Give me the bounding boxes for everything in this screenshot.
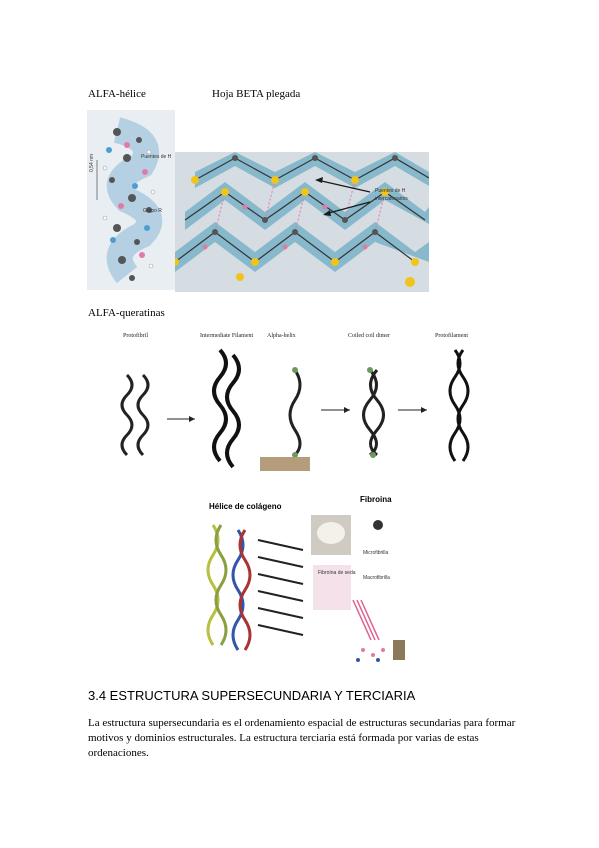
label-alfa-helice: ALFA-hélice	[88, 88, 146, 100]
alpha-helix-pitch-label: 0,54 nm	[89, 153, 95, 172]
fibroin-note-3: Fibroína de seda	[318, 570, 356, 576]
keratin-stage4-label: Coiled coil dimer	[348, 333, 390, 339]
keratin-stage1-label: Protofibril	[123, 333, 148, 339]
keratin-figure: Protofibril Intermediate Filament Alpha-…	[115, 333, 495, 473]
keratin-stage5-label: Protofilament	[435, 333, 468, 339]
label-alfa-queratinas: ALFA-queratinas	[88, 307, 165, 319]
keratin-stage2-label: Intermediate Filament	[200, 333, 254, 339]
collagen-fibroin-figure: Hélice de colágeno Fibroina Microfibrill…	[193, 495, 411, 665]
fibroin-title: Fibroina	[360, 495, 392, 504]
alpha-helix-hbond-label: Puentes de H	[141, 154, 172, 160]
beta-sheet-label-1: Puentes de H	[375, 188, 406, 194]
fibroin-note-1: Microfibrilla	[363, 550, 389, 556]
section-paragraph: La estructura supersecundaria es el orde…	[88, 717, 516, 759]
alpha-helix-rgroup-label: Grupo R	[143, 208, 162, 214]
collagen-title: Hélice de colágeno	[209, 502, 282, 511]
section-heading: 3.4 ESTRUCTURA SUPERSECUNDARIA Y TERCIAR…	[88, 688, 416, 703]
beta-sheet-label-2: intercatenarios	[375, 196, 408, 202]
alpha-helix-figure: Puentes de H Grupo R 0,54 nm	[87, 110, 175, 290]
keratin-stage3-label: Alpha-helix	[267, 333, 296, 339]
beta-sheet-figure: Puentes de H intercatenarios	[175, 152, 429, 292]
label-hoja-beta: Hoja BETA plegada	[212, 88, 301, 100]
fibroin-note-2: Macrofibrilla	[363, 575, 390, 581]
